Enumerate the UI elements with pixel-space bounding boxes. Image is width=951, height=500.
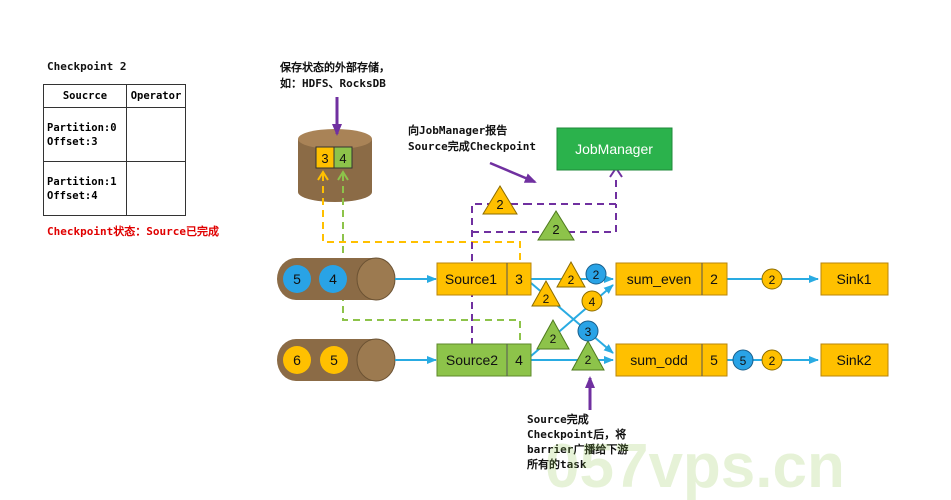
record-odd-out-2-value: 2 xyxy=(769,354,776,368)
watermark: 057vps.cn xyxy=(545,432,845,500)
broadcast-note-line2: Checkpoint后，将 xyxy=(527,428,627,441)
barrier-s1-even: 2 xyxy=(556,260,586,288)
sum-odd-box[interactable]: sum_odd 5 xyxy=(615,343,728,377)
broadcast-note-line4: 所有的task xyxy=(527,458,587,471)
storage-note-line1: 保存状态的外部存储， xyxy=(280,61,390,74)
checkpoint-table: Soucrce Operator Partition:0 Offset:3 Pa… xyxy=(43,84,186,216)
storage-note: 保存状态的外部存储， 如：HDFS、RocksDB xyxy=(280,60,390,92)
offset-0: Offset:3 xyxy=(47,135,98,148)
barrier-jm-2-label: 2 xyxy=(552,222,559,237)
barrier-s1-odd-label: 2 xyxy=(543,292,550,306)
operator-cell-0 xyxy=(126,107,186,162)
queue-bottom: 6 5 xyxy=(277,338,396,382)
barrier-jm-2: 2 xyxy=(537,210,575,241)
storage-value-0: 3 xyxy=(321,151,328,166)
report-note-arrow xyxy=(489,161,537,184)
report-note: 向JobManager报告 Source完成Checkpoint xyxy=(408,123,536,155)
record-blue-3: 3 xyxy=(577,320,599,342)
queue-top: 5 4 xyxy=(277,257,396,301)
source1-state-dash xyxy=(322,174,521,268)
storage-note-line2: 如：HDFS、RocksDB xyxy=(280,77,386,90)
barrier-s2-odd-label: 2 xyxy=(585,353,592,367)
record-blue-2: 2 xyxy=(585,263,607,285)
barrier-s1-even-label: 2 xyxy=(568,273,575,287)
offset-1: Offset:4 xyxy=(47,189,98,202)
record-blue-3-value: 3 xyxy=(585,325,592,339)
broadcast-note: Source完成 Checkpoint后，将 barrier广播给下游 所有的t… xyxy=(527,412,628,472)
queue-bottom-value-1: 5 xyxy=(330,352,338,368)
barrier-jm-1-label: 2 xyxy=(496,197,503,212)
report-dash-1b xyxy=(525,175,617,205)
operator-cell-1 xyxy=(126,161,186,216)
barrier-s2-even-label: 2 xyxy=(550,332,557,346)
checkpoint-title: Checkpoint 2 xyxy=(47,60,127,73)
report-dash-2 xyxy=(472,204,617,233)
checkpoint-row-0: Partition:0 Offset:3 xyxy=(43,107,127,162)
storage-arrowhead-green xyxy=(337,170,349,181)
storage-arrowhead-yellow xyxy=(317,170,329,181)
barrier-s2-odd: 2 xyxy=(571,339,605,371)
queue-top-value-0: 5 xyxy=(293,271,301,287)
storage-slot-4: 4 xyxy=(333,146,353,169)
source2-box[interactable]: Source2 4 xyxy=(436,343,532,377)
storage-slot-3: 3 xyxy=(315,146,335,169)
sink2-box[interactable]: Sink2 xyxy=(820,343,889,377)
partition-0: Partition:0 xyxy=(47,121,117,134)
report-note-line2: Source完成Checkpoint xyxy=(408,140,536,153)
sum-odd-label: sum_odd xyxy=(630,352,688,368)
sink2-label: Sink2 xyxy=(836,352,871,368)
sum-even-value: 2 xyxy=(710,271,718,287)
source2-offset: 4 xyxy=(515,352,523,368)
source1-box[interactable]: Source1 3 xyxy=(436,262,532,296)
record-even-out: 2 xyxy=(761,268,783,290)
sum-even-label: sum_even xyxy=(627,271,692,287)
source2-state-dash xyxy=(342,174,521,350)
source1-offset: 3 xyxy=(515,271,523,287)
partition-1: Partition:1 xyxy=(47,175,117,188)
broadcast-note-line1: Source完成 xyxy=(527,413,589,426)
sum-odd-value: 5 xyxy=(710,352,718,368)
record-even-out-value: 2 xyxy=(769,273,776,287)
record-yellow-4-value: 4 xyxy=(589,295,596,309)
record-yellow-4: 4 xyxy=(581,290,603,312)
jobmanager-label: JobManager xyxy=(575,141,653,157)
broadcast-note-line3: barrier广播给下游 xyxy=(527,443,629,456)
queue-bottom-record-0 xyxy=(283,346,311,374)
source1-label: Source1 xyxy=(445,271,497,287)
header-source: Soucrce xyxy=(43,84,127,108)
jobmanager-box[interactable]: JobManager xyxy=(556,127,673,171)
record-blue-2-value: 2 xyxy=(593,268,600,282)
queue-bottom-record-1 xyxy=(320,346,348,374)
record-odd-out-1: 5 xyxy=(732,349,754,371)
barrier-s2-even: 2 xyxy=(536,318,570,350)
queue-bottom-value-0: 6 xyxy=(293,352,301,368)
barrier-jm-1: 2 xyxy=(482,185,518,215)
barrier-s1-odd: 2 xyxy=(531,279,561,307)
storage-value-1: 4 xyxy=(339,151,346,166)
queue-top-record-1 xyxy=(319,265,347,293)
sink1-box[interactable]: Sink1 xyxy=(820,262,889,296)
record-odd-out-2: 2 xyxy=(761,349,783,371)
record-odd-out-1-value: 5 xyxy=(740,354,747,368)
sum-even-box[interactable]: sum_even 2 xyxy=(615,262,728,296)
queue-top-value-1: 4 xyxy=(329,271,337,287)
report-note-line1: 向JobManager报告 xyxy=(408,124,508,137)
checkpoint-status: Checkpoint状态：Source已完成 xyxy=(47,225,219,238)
source2-label: Source2 xyxy=(446,352,498,368)
queue-top-record-0 xyxy=(283,265,311,293)
sink1-label: Sink1 xyxy=(836,271,871,287)
